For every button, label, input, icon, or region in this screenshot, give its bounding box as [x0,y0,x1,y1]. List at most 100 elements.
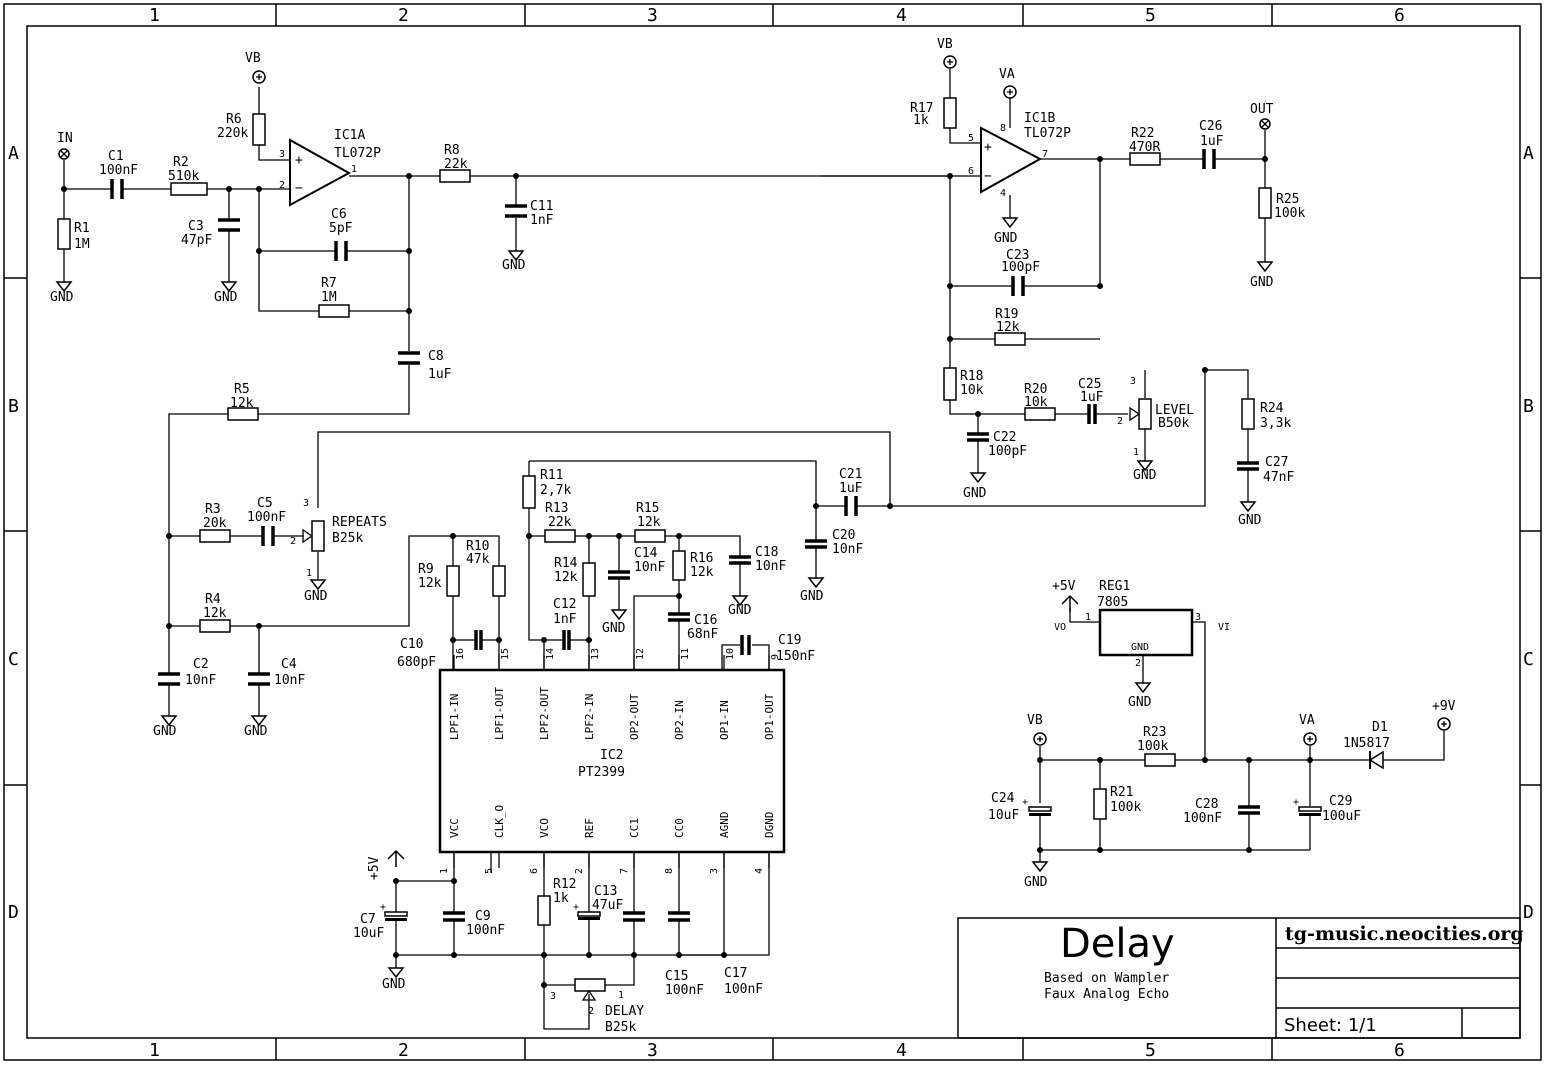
ic2-pin-cc0: CC0 [673,818,686,838]
r23-ref: R23 [1143,725,1166,740]
net-out: OUT [1250,102,1274,117]
svg-text:3: 3 [1130,376,1136,387]
svg-text:3: 3 [279,149,285,160]
c23-ref: C23 [1006,248,1029,263]
junctions [61,156,1313,988]
c1-value: 100nF [99,163,138,178]
r24-ref: R24 [1260,401,1284,416]
vb-supply-label: VB [937,37,953,52]
c7-ref: C7 [360,912,376,927]
svg-text:2: 2 [279,180,285,191]
c13-ref: C13 [594,884,617,899]
svg-text:1: 1 [618,990,624,1001]
svg-text:+: + [380,902,386,913]
repeats-value: B25k [332,531,363,546]
c12-ref: C12 [553,597,576,612]
ground-icon [969,472,987,484]
svg-text:−: − [295,181,303,196]
gnd-label: GND [1250,275,1274,290]
c23-value: 100pF [1001,260,1040,275]
ic2-pin-cc1: CC1 [628,818,641,838]
grid-col-6-top: 6 [1394,5,1405,26]
c4-value: 10nF [274,673,305,688]
r23-value: 100k [1137,739,1168,754]
ic2-pin-number: 9 [770,654,781,660]
net-vi: VI [1218,622,1230,633]
r16-value: 12k [690,565,714,580]
ground-icon [250,715,268,727]
gnd-label: GND [153,724,177,739]
ic2-pin-op1-in: OP1-IN [718,700,731,740]
d1-ref: D1 [1372,720,1388,735]
grid-col-4-bottom: 4 [896,1040,907,1061]
r18-value: 10k [960,383,984,398]
c10-ref: C10 [400,637,423,652]
c12-value: 1nF [553,612,577,627]
ic1b-ref: IC1B [1024,111,1055,126]
c9-value: 100nF [466,923,505,938]
c26-ref: C26 [1199,119,1222,134]
c24-ref: C24 [991,791,1015,806]
gnd-label: GND [1133,468,1157,483]
r12-value: 1k [553,891,569,906]
svg-text:8: 8 [1000,123,1006,134]
svg-text:−: − [984,169,992,184]
p9v-supply-label: +9V [1432,699,1456,714]
r17-ref: R17 [910,101,933,116]
svg-text:1: 1 [1085,612,1091,623]
r5-value: 12k [230,396,254,411]
grid-col-1-top: 1 [149,5,160,26]
grid-col-3-top: 3 [647,5,658,26]
r13-ref: R13 [545,501,568,516]
r6-ref: R6 [226,112,242,127]
ic2-pin-number: 13 [590,648,601,660]
ic2-pin-number: 5 [484,868,495,874]
grid-col-1-bottom: 1 [149,1040,160,1061]
title-block: Delay Based on Wampler Faux Analog Echo … [957,917,1524,1039]
5v-label: +5V [367,856,382,880]
ic2-chip: LPF1-IN16LPF1-OUT15LPF2-OUT14LPF2-IN13OP… [438,648,786,874]
c22-value: 100pF [988,444,1027,459]
gnd-label: GND [602,621,626,636]
ground-icon [731,595,749,607]
r14-ref: R14 [554,556,578,571]
c20-value: 10nF [832,542,863,557]
subtitle-line2: Faux Analog Echo [1044,987,1169,1002]
ic2-pin-number: 6 [529,868,540,874]
c22-ref: C22 [993,430,1016,445]
c21-ref: C21 [839,467,862,482]
svg-text:7: 7 [1042,149,1048,160]
c14-value: 10nF [634,560,665,575]
ic2-value: PT2399 [578,765,625,780]
grid-row-d-right: D [1523,902,1534,923]
ic2-pin-vcc: VCC [448,818,461,838]
c11-value: 1nF [530,213,554,228]
ground-icon [220,281,238,293]
svg-text:1: 1 [351,164,357,175]
r4-ref: R4 [205,592,221,607]
svg-text:2: 2 [290,536,296,547]
ic2-pin-number: 14 [545,648,556,660]
c6-value: 5pF [329,221,353,236]
gnd-label: GND [963,486,987,501]
ground-icon [1031,861,1049,873]
repeats-ref: REPEATS [332,515,387,530]
r10-value: 47k [466,552,490,567]
c9-ref: C9 [475,909,491,924]
ground-icon [1001,217,1019,229]
gnd-label: GND [800,589,824,604]
r4-value: 12k [203,606,227,621]
c5-value: 100nF [247,510,286,525]
svg-text:4: 4 [1000,188,1006,199]
ic2-pin-number: 2 [574,868,585,874]
c20-ref: C20 [832,528,855,543]
ic2-pin-op1-out: OP1-OUT [763,693,776,740]
c18-value: 10nF [755,559,786,574]
ic1a-ref: IC1A [334,128,365,143]
ground-icon [55,281,73,293]
r25-value: 100k [1274,206,1305,221]
svg-text:+: + [1293,797,1299,808]
c6-ref: C6 [331,207,347,222]
ic2-pin-vco: VCO [538,818,551,838]
